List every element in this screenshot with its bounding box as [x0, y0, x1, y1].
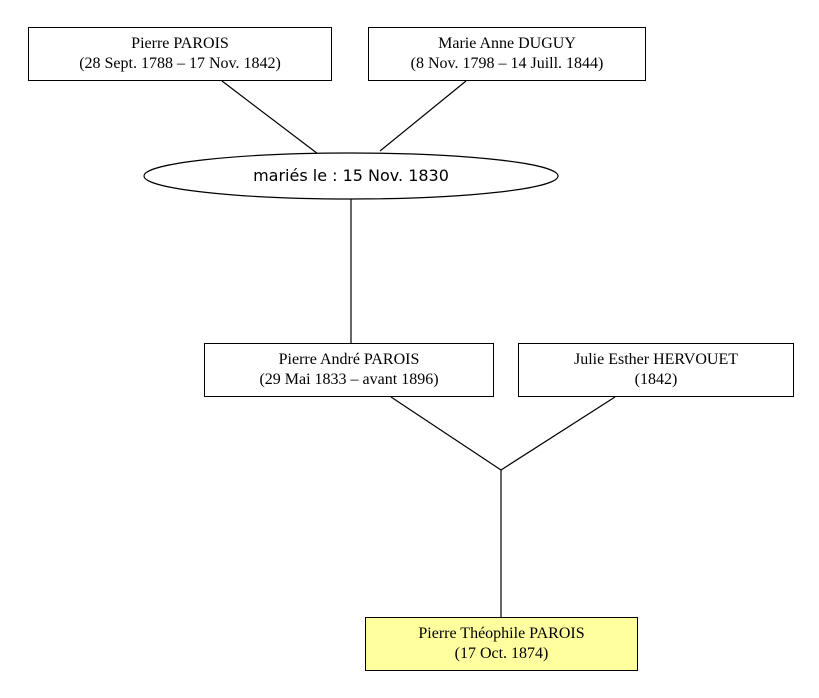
- person-box-pierre-parois: Pierre PAROIS (28 Sept. 1788 – 17 Nov. 1…: [28, 27, 332, 81]
- connector-pierre-to-marriage: [221, 80, 323, 158]
- person-name: Pierre André PAROIS: [278, 351, 420, 368]
- connector-julie-to-junction: [500, 396, 616, 471]
- connector-marie-to-marriage: [379, 80, 467, 152]
- person-box-julie-esther-hervouet: Julie Esther HERVOUET (1842): [518, 343, 794, 397]
- person-name: Julie Esther HERVOUET: [573, 351, 739, 368]
- person-box-marie-anne-duguy: Marie Anne DUGUY (8 Nov. 1798 – 14 Juill…: [368, 27, 646, 81]
- person-box-pierre-andre-parois: Pierre André PAROIS (29 Mai 1833 – avant…: [204, 343, 494, 397]
- person-dates: (17 Oct. 1874): [454, 645, 549, 662]
- connector-pierre-andre-to-junction: [390, 396, 502, 471]
- person-dates: (8 Nov. 1798 – 14 Juill. 1844): [410, 55, 604, 72]
- person-name: Marie Anne DUGUY: [438, 35, 576, 52]
- person-box-pierre-theophile-parois: Pierre Théophile PAROIS (17 Oct. 1874): [365, 617, 638, 671]
- person-dates: (29 Mai 1833 – avant 1896): [259, 371, 439, 388]
- person-name: Pierre PAROIS: [131, 35, 229, 52]
- marriage-label: mariés le : 15 Nov. 1830: [253, 166, 449, 185]
- person-dates: (1842): [634, 371, 678, 388]
- person-dates: (28 Sept. 1788 – 17 Nov. 1842): [79, 55, 281, 72]
- person-name: Pierre Théophile PAROIS: [418, 625, 585, 642]
